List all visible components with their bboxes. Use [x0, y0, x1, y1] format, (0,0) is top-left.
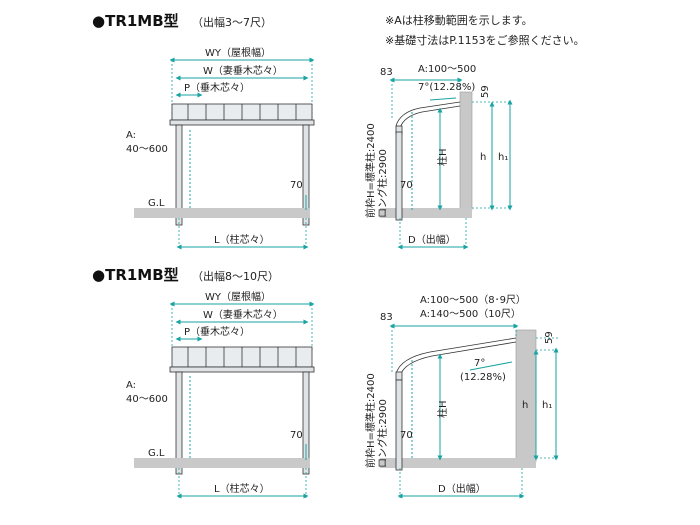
- section1-side-view: 83 A:100～500 7°(12.28%) 前枠H=標準柱:2400 ロング…: [364, 64, 513, 250]
- section1-a-label: A:: [126, 130, 136, 141]
- section2-side-70-label: 70: [400, 430, 413, 441]
- section1-front-height-label: 前枠H=標準柱:2400: [364, 123, 377, 218]
- section2-h-label: h: [522, 400, 528, 411]
- section1-h-label: h: [480, 152, 486, 163]
- section1-wall: [459, 91, 473, 211]
- section2-70-label: 70: [290, 430, 303, 441]
- section1-w-label: W（妻垂木芯々）: [203, 64, 283, 77]
- section1-d-label: D（出幅）: [408, 233, 456, 246]
- section2-d-label: D（出幅）: [438, 482, 486, 495]
- section2-l-label: L（柱芯々）: [214, 482, 270, 495]
- section1-83-label: 83: [380, 67, 393, 78]
- section1-l-label: L（柱芯々）: [214, 233, 270, 246]
- section2-wall: [515, 329, 537, 463]
- section1-a-range: 40～600: [126, 144, 168, 155]
- section1-right-post: [302, 124, 310, 226]
- section2-a-range: 40～600: [126, 394, 168, 405]
- section2-front-height-label: 前枠H=標準柱:2400: [364, 373, 377, 468]
- section2-subtitle: （出幅8～10尺）: [192, 269, 279, 283]
- section2-83-label: 83: [380, 312, 393, 323]
- section1-wy-label: WY（屋根幅）: [205, 46, 271, 59]
- section2-ground: [134, 458, 310, 468]
- section2-angle2-label: (12.28%): [460, 372, 506, 383]
- section1-p-label: P（垂木芯々）: [184, 81, 250, 94]
- section1-h1-label: h₁: [498, 152, 508, 163]
- section1-subtitle: （出幅3～7尺）: [192, 15, 272, 29]
- section1-side-70-label: 70: [400, 180, 413, 191]
- section2-a-range2-label: A:140～500（10尺）: [420, 308, 521, 320]
- section1-ground: [134, 208, 310, 218]
- section1-angle-label: 7°(12.28%): [418, 82, 475, 93]
- section2-h1-label: h₁: [542, 400, 552, 411]
- section1-column-h-label: 柱H: [436, 148, 449, 166]
- section2-angle1-label: 7°: [474, 358, 485, 369]
- section2-wy-label: WY（屋根幅）: [205, 290, 271, 303]
- section2-a-label: A:: [126, 380, 136, 391]
- section1-long-height-label: ロング柱:2900: [376, 149, 389, 218]
- section1-left-post: [175, 124, 183, 226]
- note-foundation-ref: ※基礎寸法はP.1153をご参照ください。: [385, 33, 585, 47]
- section1-front-post: [395, 131, 403, 221]
- section2-side-view: 83 A:100～500（8･9尺） A:140～500（10尺） 7° (12…: [364, 294, 560, 500]
- section1-59-label: 59: [480, 85, 491, 98]
- section2-a-range1-label: A:100～500（8･9尺）: [420, 294, 526, 306]
- section2-p-label: P（垂木芯々）: [184, 325, 250, 338]
- section1-gl-label: G.L: [148, 198, 165, 209]
- section2-front-post: [395, 379, 403, 471]
- section2-gl-label: G.L: [148, 448, 165, 459]
- note-column-range: ※Aは柱移動範囲を示します。: [385, 13, 533, 27]
- section1-front-view: WY（屋根幅） W（妻垂木芯々） P（垂木芯々） G.L A: 40～600 7…: [126, 46, 315, 250]
- section2-front-view: WY（屋根幅） W（妻垂木芯々） P（垂木芯々） G.L A: 40～600 7…: [126, 290, 315, 500]
- section2-column-h-label: 柱H: [436, 400, 449, 418]
- section1-70-label: 70: [290, 180, 303, 191]
- section1-a-range-label: A:100～500: [418, 64, 476, 75]
- section1-title: ●TR1MB型: [92, 12, 179, 30]
- section2-title: ●TR1MB型: [92, 266, 179, 284]
- section2-w-label: W（妻垂木芯々）: [203, 308, 283, 321]
- section2-long-height-label: ロング柱:2900: [376, 399, 389, 468]
